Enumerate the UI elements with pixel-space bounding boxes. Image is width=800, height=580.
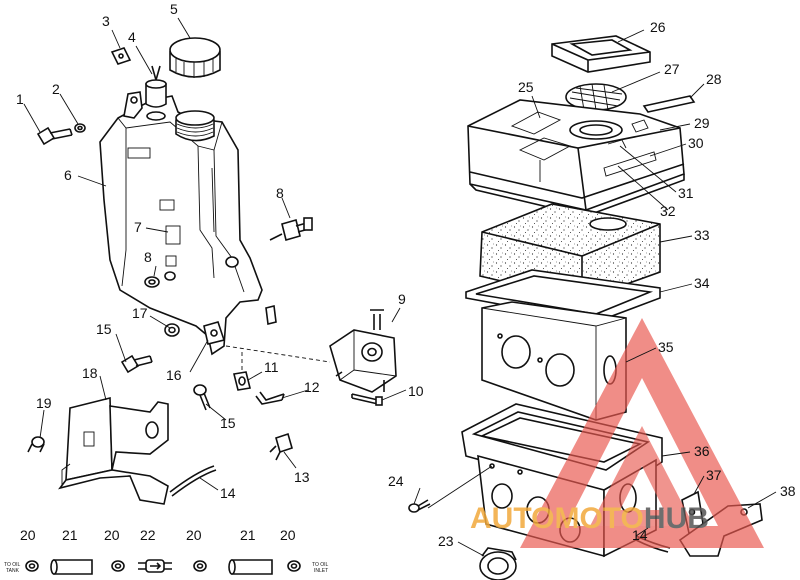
oil-hose-14-left xyxy=(169,465,217,497)
callout-9: 9 xyxy=(398,291,406,307)
bolt-15-right xyxy=(193,384,211,411)
callout-35: 35 xyxy=(658,339,674,355)
banjo-fitting-16 xyxy=(203,321,226,345)
callout-2: 2 xyxy=(52,81,60,97)
callout-21-a: 21 xyxy=(62,527,78,543)
callout-21-b: 21 xyxy=(240,527,256,543)
callout-25: 25 xyxy=(518,79,534,95)
clamp-20-d xyxy=(287,560,301,572)
callout-30: 30 xyxy=(688,135,704,151)
hose-end-labels: TO OIL TANK TO OIL INLET xyxy=(4,562,329,574)
grommet-upper xyxy=(225,256,239,268)
clamp-20-a xyxy=(25,560,39,572)
airbox-lid xyxy=(467,99,685,217)
filler-cap xyxy=(169,37,221,78)
intake-boot xyxy=(551,35,651,73)
callout-32: 32 xyxy=(660,203,676,219)
callout-28: 28 xyxy=(706,71,722,87)
oil-tank-assembly xyxy=(27,37,397,505)
callout-1: 1 xyxy=(16,91,24,107)
carburetor-boot xyxy=(479,547,517,580)
callout-16: 16 xyxy=(166,367,182,383)
callout-15-left: 15 xyxy=(96,321,112,337)
inline-filter-22 xyxy=(138,559,172,573)
screw-19 xyxy=(27,436,45,453)
callout-17: 17 xyxy=(132,305,148,321)
callout-12: 12 xyxy=(304,379,320,395)
clip-nut xyxy=(110,47,132,65)
callout-14-left: 14 xyxy=(220,485,236,501)
callout-23: 23 xyxy=(438,533,454,549)
callout-14-right: 14 xyxy=(632,527,648,543)
label-to-oil-tank-2: TANK xyxy=(6,568,20,574)
leader-lines xyxy=(23,17,777,557)
grommet-left xyxy=(144,276,160,288)
callout-8-right: 8 xyxy=(276,185,284,201)
tank-decal-sight xyxy=(165,225,181,245)
mount-tab xyxy=(123,91,143,119)
callout-37: 37 xyxy=(706,467,722,483)
tank-decal-mid xyxy=(159,199,175,211)
callout-6: 6 xyxy=(64,167,72,183)
callout-13: 13 xyxy=(294,469,310,485)
clamp-20-b xyxy=(111,560,125,572)
watermark: AUTOMOTOHUB xyxy=(470,318,764,548)
callout-22: 22 xyxy=(140,527,156,543)
callout-15-right: 15 xyxy=(220,415,236,431)
hose-21-b xyxy=(231,559,273,575)
callout-3: 3 xyxy=(102,13,110,29)
callout-20-d: 20 xyxy=(280,527,296,543)
callout-11: 11 xyxy=(264,359,279,375)
label-to-oil-tank-1: TO OIL xyxy=(4,562,21,568)
clamp-20-c xyxy=(193,560,207,572)
callout-20-a: 20 xyxy=(20,527,36,543)
callout-38: 38 xyxy=(780,483,796,499)
baffle-plate xyxy=(481,301,627,421)
washer xyxy=(74,123,86,133)
hose-parts-row xyxy=(25,559,301,575)
label-to-oil-inlet-2: INLET xyxy=(314,568,328,574)
dipstick-grommet xyxy=(145,65,167,108)
outlet-fitting xyxy=(269,217,313,241)
oil-pump xyxy=(329,309,397,393)
callout-19: 19 xyxy=(36,395,52,411)
callout-24: 24 xyxy=(388,473,404,489)
elbow-fitting-12 xyxy=(255,391,285,405)
foam-strip xyxy=(642,95,696,113)
callout-36: 36 xyxy=(694,443,710,459)
callout-18: 18 xyxy=(82,365,98,381)
callout-4: 4 xyxy=(128,29,136,45)
callout-29: 29 xyxy=(694,115,710,131)
watermark-text-auto: AUTOMOTOHUB xyxy=(470,502,709,535)
callout-8-left: 8 xyxy=(144,249,152,265)
hose-21-a xyxy=(53,559,93,575)
callout-numbers: 1 2 3 4 5 6 7 8 8 9 10 11 12 13 14 14 15… xyxy=(16,1,796,549)
callout-20-c: 20 xyxy=(186,527,202,543)
callout-5: 5 xyxy=(170,1,178,17)
watermark-triangle-logo xyxy=(520,318,764,548)
mounting-bracket xyxy=(58,396,169,505)
callout-27: 27 xyxy=(664,61,680,77)
hose-clamp-11 xyxy=(233,371,251,391)
screw-24 xyxy=(408,499,431,513)
label-to-oil-inlet-1: TO OIL xyxy=(312,562,329,568)
filter-gasket xyxy=(465,269,661,323)
callout-7: 7 xyxy=(134,219,142,235)
bolt xyxy=(36,126,73,146)
callout-20-b: 20 xyxy=(104,527,120,543)
callout-10: 10 xyxy=(408,383,424,399)
callout-26: 26 xyxy=(650,19,666,35)
pump-bolt-10 xyxy=(351,393,379,405)
bolt-15-left xyxy=(120,354,153,374)
tank-decal-top xyxy=(127,147,151,159)
elbow-fitting-13 xyxy=(269,432,293,461)
callout-31: 31 xyxy=(678,185,694,201)
callout-34: 34 xyxy=(694,275,710,291)
callout-33: 33 xyxy=(694,227,710,243)
